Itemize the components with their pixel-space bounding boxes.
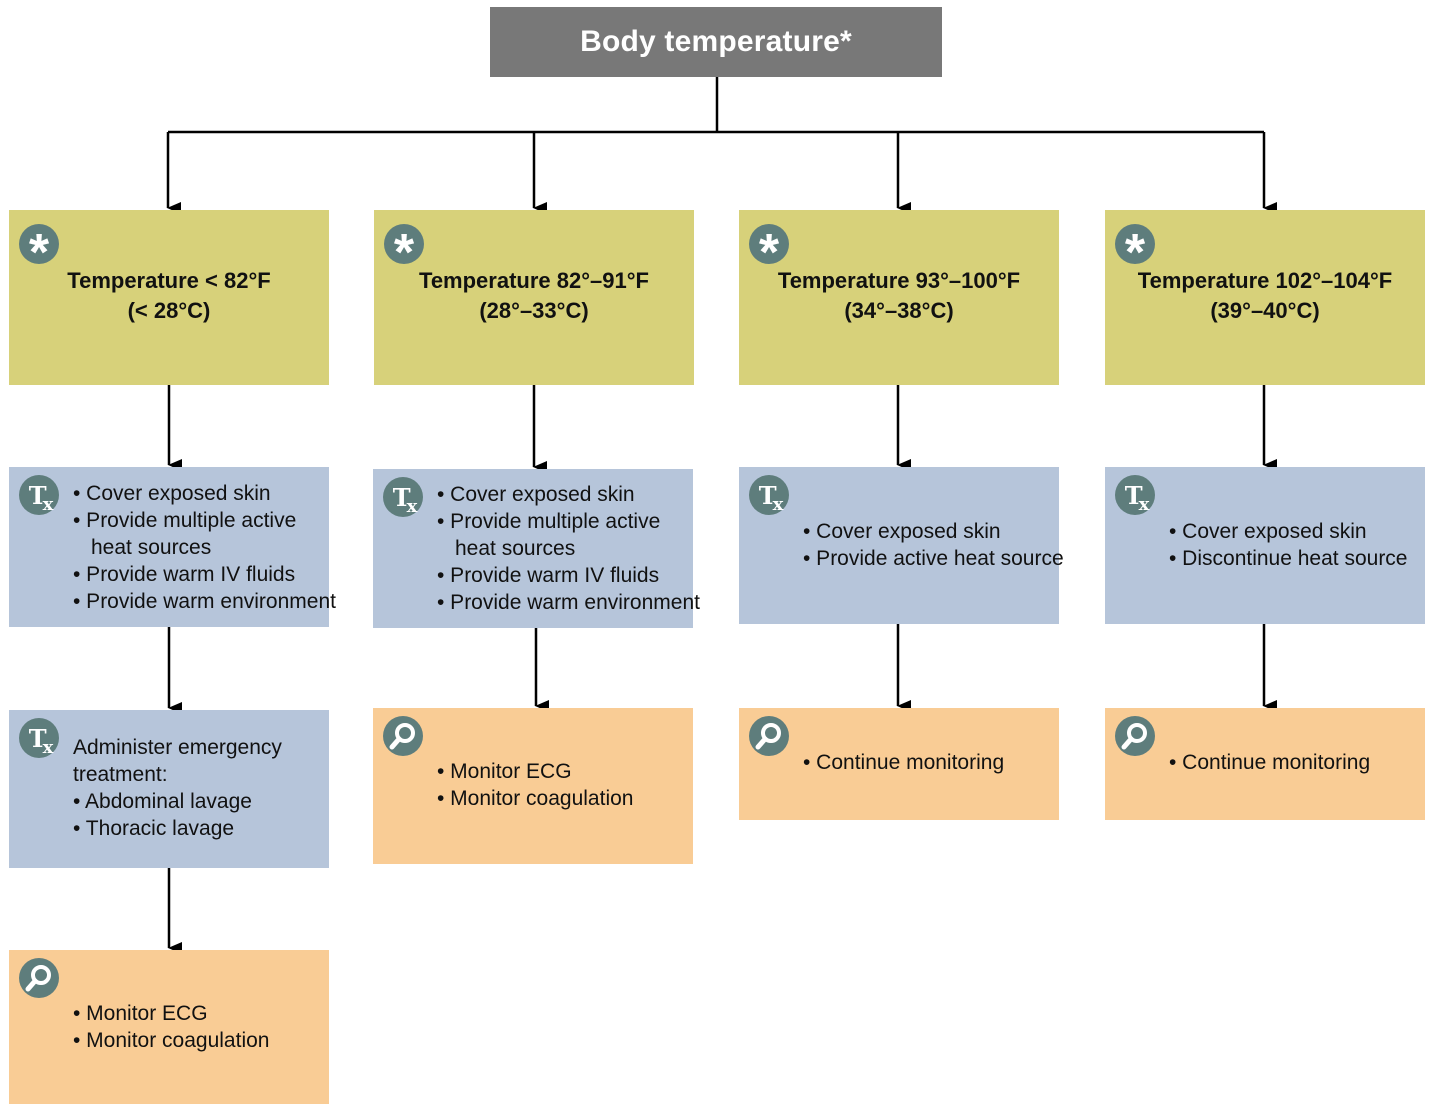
monitor-box-4: • Continue monitoring bbox=[1105, 708, 1425, 820]
magnifier-icon bbox=[383, 716, 423, 756]
range-label: Temperature < 82°F (< 28°C) bbox=[9, 266, 329, 326]
range-label-c: (28°–33°C) bbox=[479, 298, 589, 323]
monitor-list: • Continue monitoring bbox=[803, 749, 1004, 776]
list-item: • Provide multiple active bbox=[437, 510, 661, 533]
rx-treatment-icon: Tx bbox=[749, 475, 789, 515]
list-item: • Monitor coagulation bbox=[73, 1029, 270, 1052]
list-item: • Continue monitoring bbox=[803, 751, 1005, 774]
list-item: • Discontinue heat source bbox=[1169, 547, 1408, 570]
rx-treatment-icon: Tx bbox=[19, 718, 59, 758]
range-box-1: * Temperature < 82°F (< 28°C) bbox=[9, 210, 329, 385]
monitor-list: • Monitor ECG • Monitor coagulation bbox=[73, 1000, 269, 1054]
range-label: Temperature 102°–104°F (39°–40°C) bbox=[1105, 266, 1425, 326]
list-item: • Thoracic lavage bbox=[73, 817, 235, 840]
title-box: Body temperature* bbox=[490, 7, 942, 77]
list-item: • Monitor ECG bbox=[73, 1002, 208, 1025]
range-label-f: Temperature 102°–104°F bbox=[1137, 268, 1393, 293]
rx-treatment-icon: Tx bbox=[19, 475, 59, 515]
list-item: • Cover exposed skin bbox=[803, 520, 1001, 543]
asterisk-icon: * bbox=[749, 224, 789, 279]
treatment-box-4: Tx • Cover exposed skin • Discontinue he… bbox=[1105, 467, 1425, 624]
list-item: • Provide multiple active bbox=[73, 509, 297, 532]
list-item: heat sources bbox=[455, 537, 576, 560]
rx-treatment-icon: Tx bbox=[383, 477, 423, 517]
title-text: Body temperature* bbox=[580, 25, 852, 58]
monitor-list: • Continue monitoring bbox=[1169, 749, 1370, 776]
list-item: • Provide active heat source bbox=[803, 547, 1064, 570]
range-label-f: Temperature < 82°F bbox=[67, 268, 271, 293]
treatment-box-3: Tx • Cover exposed skin • Provide active… bbox=[739, 467, 1064, 624]
list-item: • Monitor ECG bbox=[437, 760, 572, 783]
asterisk-icon: * bbox=[19, 224, 59, 279]
monitor-list: • Monitor ECG • Monitor coagulation bbox=[437, 758, 633, 812]
range-box-4: * Temperature 102°–104°F (39°–40°C) bbox=[1105, 210, 1425, 385]
range-box-3: * Temperature 93°–100°F (34°–38°C) bbox=[739, 210, 1059, 385]
range-label-c: (< 28°C) bbox=[127, 298, 211, 323]
treatment-list: • Cover exposed skin • Provide multiple … bbox=[73, 480, 336, 615]
list-item: Administer emergency bbox=[73, 736, 282, 759]
list-item: • Provide warm environment bbox=[437, 591, 700, 614]
list-item: • Provide warm IV fluids bbox=[73, 563, 296, 586]
emergency-treatment-box: Tx Administer emergency treatment: • Abd… bbox=[9, 710, 329, 868]
range-label-c: (34°–38°C) bbox=[844, 298, 954, 323]
treatment-box-1: Tx • Cover exposed skin • Provide multip… bbox=[9, 467, 336, 627]
list-item: • Continue monitoring bbox=[1169, 751, 1371, 774]
list-item: • Cover exposed skin bbox=[437, 483, 635, 506]
magnifier-icon bbox=[749, 716, 789, 756]
range-label-f: Temperature 93°–100°F bbox=[777, 268, 1021, 293]
list-item: treatment: bbox=[73, 763, 168, 786]
list-item: • Cover exposed skin bbox=[73, 482, 271, 505]
asterisk-icon: * bbox=[1115, 224, 1155, 279]
monitor-box-1: • Monitor ECG • Monitor coagulation bbox=[9, 950, 329, 1104]
treatment-list: • Cover exposed skin • Provide active he… bbox=[803, 518, 1064, 572]
range-label: Temperature 82°–91°F (28°–33°C) bbox=[374, 266, 694, 326]
rx-treatment-icon: Tx bbox=[1115, 475, 1155, 515]
magnifier-icon bbox=[19, 958, 59, 998]
range-label: Temperature 93°–100°F (34°–38°C) bbox=[739, 266, 1059, 326]
monitor-box-2: • Monitor ECG • Monitor coagulation bbox=[373, 708, 693, 864]
list-item: • Abdominal lavage bbox=[73, 790, 252, 813]
list-item: • Monitor coagulation bbox=[437, 787, 634, 810]
range-box-2: * Temperature 82°–91°F (28°–33°C) bbox=[374, 210, 694, 385]
range-label-c: (39°–40°C) bbox=[1210, 298, 1320, 323]
list-item: • Provide warm environment bbox=[73, 590, 336, 613]
treatment-box-2: Tx • Cover exposed skin • Provide multip… bbox=[373, 469, 700, 628]
list-item: • Cover exposed skin bbox=[1169, 520, 1367, 543]
asterisk-icon: * bbox=[384, 224, 424, 279]
list-item: • Provide warm IV fluids bbox=[437, 564, 660, 587]
list-item: heat sources bbox=[91, 536, 212, 559]
monitor-box-3: • Continue monitoring bbox=[739, 708, 1059, 820]
treatment-list: • Cover exposed skin • Provide multiple … bbox=[437, 481, 700, 616]
magnifier-icon bbox=[1115, 716, 1155, 756]
emergency-treatment-list: Administer emergency treatment: • Abdomi… bbox=[73, 734, 282, 842]
range-label-f: Temperature 82°–91°F bbox=[419, 268, 649, 293]
treatment-list: • Cover exposed skin • Discontinue heat … bbox=[1169, 518, 1408, 572]
